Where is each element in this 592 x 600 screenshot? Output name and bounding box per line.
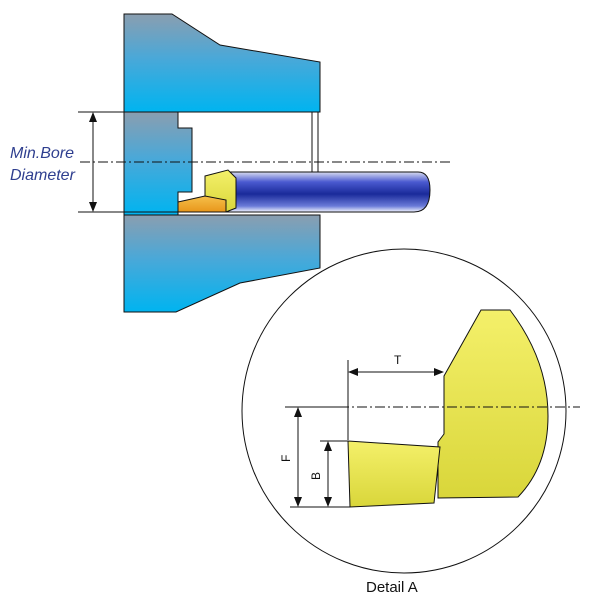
min-bore-label-line1: Min.Bore	[10, 145, 74, 162]
detail-tool-body	[437, 309, 549, 499]
dimension-f-label: F	[279, 455, 293, 462]
workpiece-middle	[123, 111, 193, 216]
dimension-b-label: B	[309, 472, 323, 480]
boring-bar	[177, 169, 431, 213]
detail-a-caption: Detail A	[366, 579, 418, 596]
dimension-t-label: T	[394, 353, 402, 367]
detail-insert	[347, 440, 441, 508]
min-bore-label-line2: Diameter	[10, 167, 76, 184]
workpiece-upper	[123, 13, 321, 113]
detail-a-view	[241, 248, 580, 574]
cutting-insert	[177, 195, 227, 213]
min-bore-dimension	[78, 111, 312, 213]
workpiece-lower	[123, 214, 321, 313]
boring-bar-shank	[227, 171, 431, 213]
workpiece-body	[123, 13, 321, 313]
